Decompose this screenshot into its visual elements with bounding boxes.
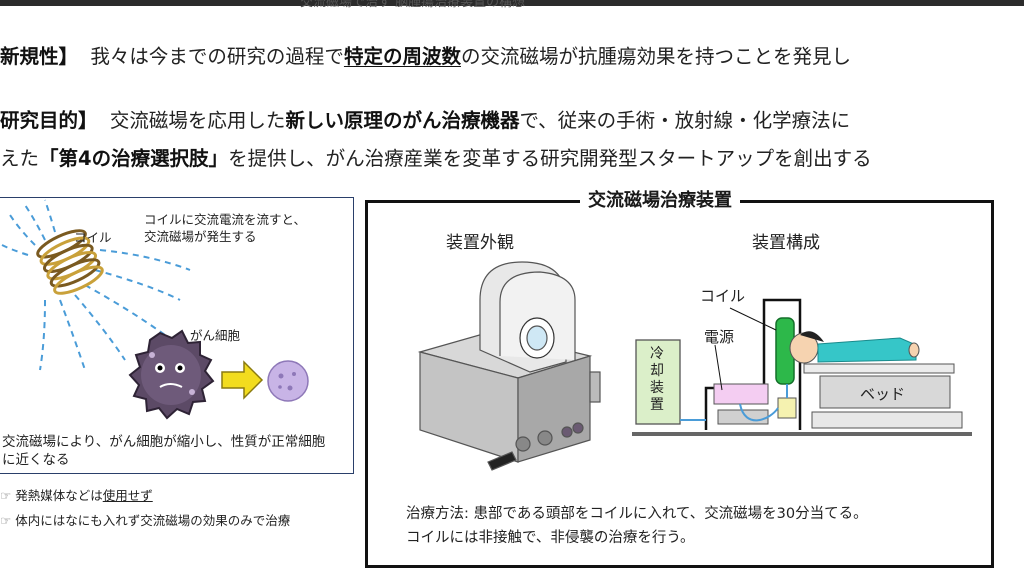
purpose-line: 研究目的】 交流磁場を応用した新しい原理のがん治療機器で、従来の手術・放射線・化… <box>0 104 850 133</box>
note1-pre: 発熱媒体などは <box>15 488 103 503</box>
configuration-diagram <box>632 298 972 436</box>
config-cooling-label: 冷却装置 <box>650 346 664 413</box>
cooling-unit <box>635 339 681 425</box>
mechanism-caption-2: に近くなる <box>2 452 70 468</box>
appearance-label: 装置外観 <box>446 233 514 253</box>
device-exterior-icon <box>417 261 601 471</box>
config-power-label: 電源 <box>704 328 735 346</box>
header-title: 交流磁場で治す 脳腫瘍治療装置の構想 <box>300 0 526 10</box>
normal-cell-icon <box>267 360 309 402</box>
purpose-bracket: 研究目的】 <box>0 109 98 132</box>
novelty-strong: 特定の周波数 <box>343 45 461 68</box>
bed-top <box>803 363 955 374</box>
novelty-line: 新規性】 我々は今までの研究の過程で特定の周波数の交流磁場が抗腫瘍効果を持つこと… <box>0 40 851 69</box>
novelty-post: の交流磁場が抗腫瘍効果を持つことを発見し <box>460 45 851 68</box>
bed-base <box>819 375 951 409</box>
treatment-method-1: 治療方法: 患部である頭部をコイルに入れて、交流磁場を30分当てる。 <box>406 506 868 522</box>
note2: 体内にはなにも入れず交流磁場の効果のみで治療 <box>15 513 291 528</box>
config-bed-label: ベッド <box>860 385 906 403</box>
cancer-cell-label: がん細胞 <box>190 328 241 343</box>
configuration-label: 装置構成 <box>752 233 820 253</box>
purpose2-pre: えた <box>0 147 40 170</box>
gantry-frame <box>704 298 802 430</box>
power-unit <box>713 383 769 405</box>
note-non-invasive: ☞ 体内にはなにも入れず交流磁場の効果のみで治療 <box>0 510 290 529</box>
pointing-hand-icon: ☞ <box>0 513 12 528</box>
note1-underline: 使用せず <box>102 488 153 503</box>
novelty-pre: 我々は今までの研究の過程で <box>90 45 344 68</box>
arrow-icon <box>221 360 264 400</box>
floor-line <box>632 432 972 436</box>
config-coil-label: コイル <box>700 287 746 305</box>
coil-note-2: 交流磁場が発生する <box>144 229 257 244</box>
coil-note-1: コイルに交流電流を流すと、 <box>144 212 307 227</box>
coil-label: コイル <box>74 230 112 245</box>
purpose2-strong: 「第4の治療選択肢」 <box>39 147 229 170</box>
magnetic-field-lines <box>1 199 191 371</box>
novelty-bracket: 新規性】 <box>0 45 79 68</box>
patient-body <box>817 337 917 363</box>
pointing-hand-icon: ☞ <box>0 488 12 503</box>
top-bar: 交流磁場で治す 脳腫瘍治療装置の構想 <box>0 0 1024 10</box>
mechanism-panel <box>0 197 354 474</box>
purpose-pre: 交流磁場を応用した <box>109 109 286 132</box>
purpose2-post: を提供し、がん治療産業を変革する研究開発型スタートアップを創出する <box>228 147 872 170</box>
coil-icon <box>36 229 104 295</box>
mechanism-caption-1: 交流磁場により、がん細胞が縮小し、性質が正常細胞 <box>2 434 326 450</box>
treatment-method-2: コイルには非接触で、非侵襲の治療を行う。 <box>406 530 695 546</box>
note-no-heating-media: ☞ 発熱媒体などは使用せず <box>0 485 153 504</box>
purpose-strong: 新しい原理のがん治療機器 <box>285 109 520 132</box>
purpose-post: で、従来の手術・放射線・化学療法に <box>519 109 851 132</box>
purpose-line-2: えた「第4の治療選択肢」を提供し、がん治療産業を変革する研究開発型スタートアップ… <box>0 142 872 171</box>
device-panel-title: 交流磁場治療装置 <box>580 186 740 212</box>
cancer-cell-icon <box>128 329 215 420</box>
